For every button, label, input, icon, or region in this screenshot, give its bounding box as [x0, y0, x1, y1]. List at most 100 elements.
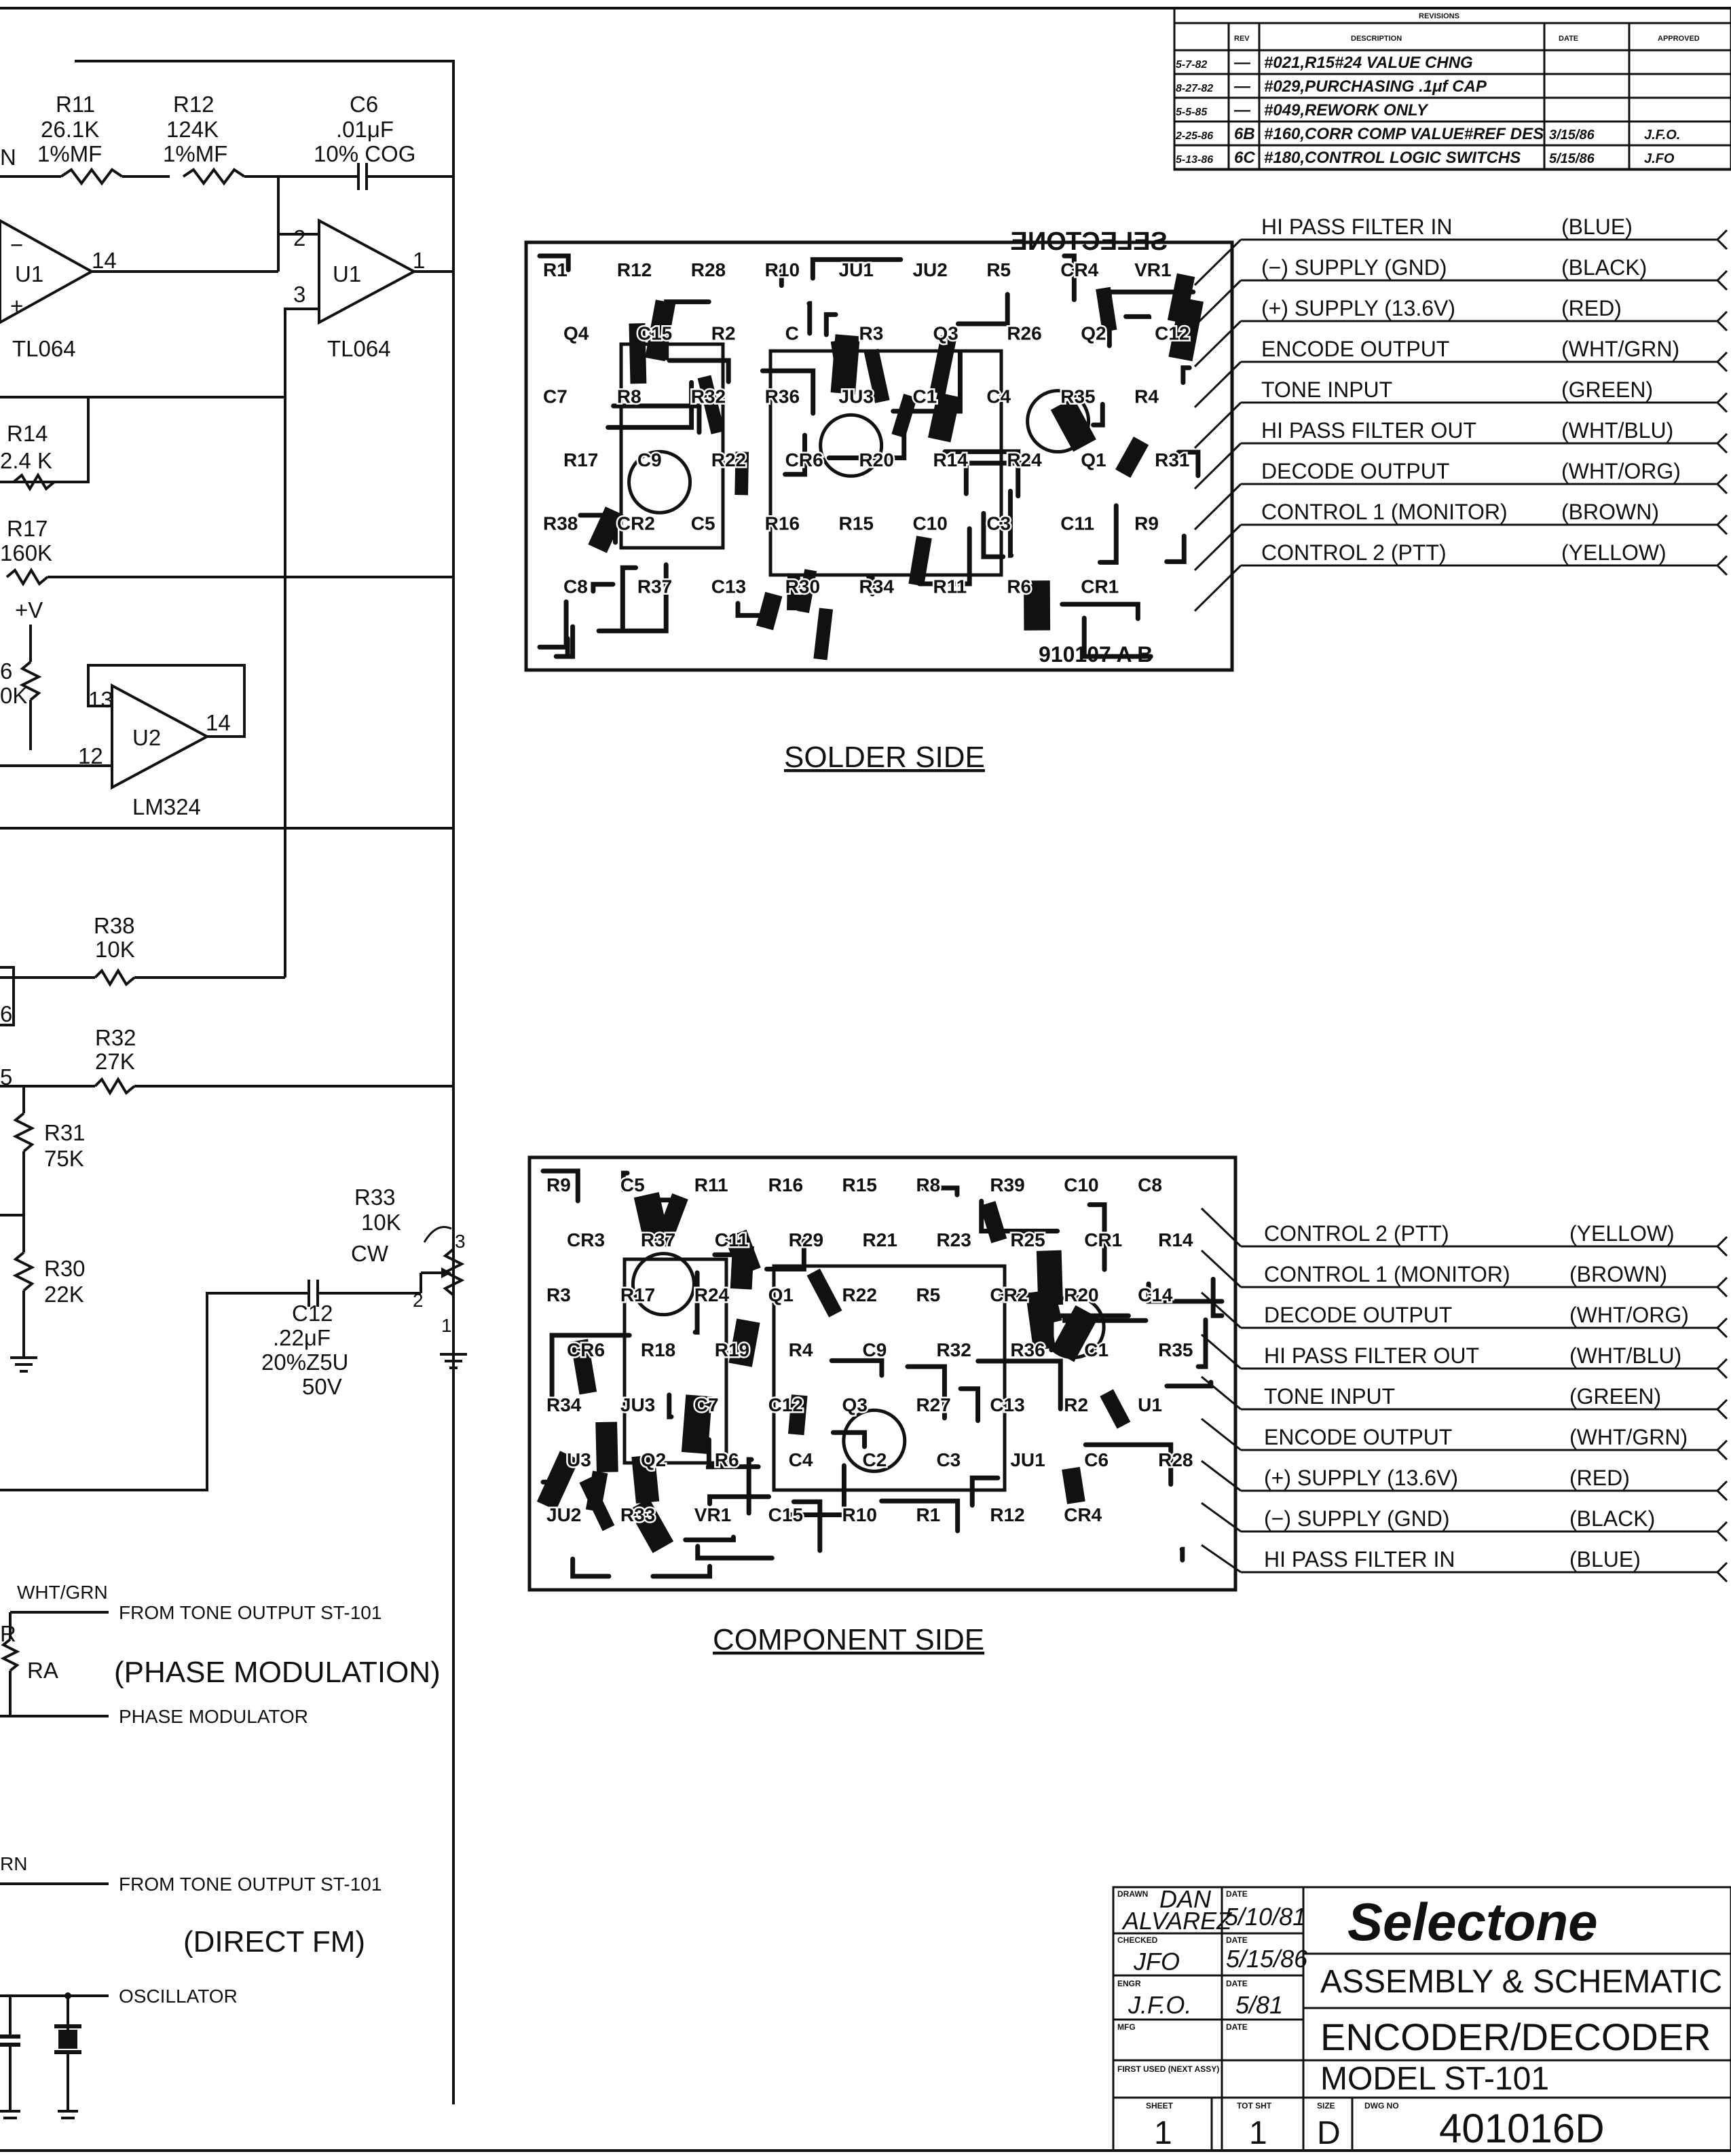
rev-row-by: J.FO	[1644, 151, 1675, 166]
pcb-part-label: R28	[1158, 1449, 1193, 1470]
pcb-part-label: C7	[694, 1394, 719, 1415]
component_side-wire-color: (BLACK)	[1569, 1506, 1655, 1531]
tb-drawn-by-2: ALVAREZ	[1121, 1907, 1232, 1935]
r38-value: 10K	[95, 937, 135, 962]
pcb-part-label: U1	[1138, 1394, 1162, 1415]
r11-ref: R11	[56, 92, 95, 117]
rev-row-date: 5-5-85	[1176, 107, 1208, 118]
u2-opamp	[111, 683, 210, 790]
pcb-part-label: C4	[986, 386, 1011, 407]
r31-ref: R31	[44, 1120, 86, 1145]
u1b-pin-out: 1	[413, 248, 425, 273]
component_side-wire-signal: TONE INPUT	[1264, 1384, 1395, 1409]
solder_side-wire-color: (RED)	[1561, 296, 1622, 320]
pcb-part-label: R5	[986, 259, 1011, 280]
pcb-part-label: R9	[546, 1174, 571, 1195]
r14-resistor	[12, 472, 56, 491]
c6-note: 10% COG	[314, 141, 415, 166]
pcb-part-label: Q2	[1081, 322, 1106, 343]
pcb-part-label: R27	[916, 1394, 950, 1415]
pcb-part-label: CR3	[567, 1229, 605, 1250]
pcb-part-label: R10	[842, 1504, 877, 1525]
r16-resistor	[19, 661, 42, 701]
pcb-part-label: R8	[617, 386, 641, 407]
u1b-pin-plus: 3	[293, 282, 305, 307]
solder-side-heading: SOLDER SIDE	[784, 741, 985, 774]
rev-row-rev: —	[1233, 101, 1251, 119]
r12-value: 124K	[166, 117, 219, 142]
pcb-part-label: R20	[859, 449, 894, 470]
pcb-part-label: R24	[694, 1284, 730, 1305]
rev-row-desc: #021,R15#24 VALUE CHNG	[1264, 54, 1473, 72]
solder_side-wire-signal: TONE INPUT	[1261, 377, 1392, 402]
pcb-part-label: R30	[785, 576, 820, 597]
crystal	[58, 2030, 77, 2049]
solder_side-wire-color: (BROWN)	[1561, 500, 1659, 524]
pcb-part-label: C2	[863, 1449, 887, 1470]
solder-side-traces	[537, 253, 1204, 661]
r33-pin3: 3	[455, 1231, 466, 1252]
u2-ref: U2	[132, 725, 161, 750]
r16-ref-frag: 6	[0, 658, 12, 684]
pcb-part-label: R15	[839, 513, 874, 534]
pcb-part-label: JU3	[839, 386, 874, 407]
pcb-part-label: R10	[765, 259, 800, 280]
rev-row-desc: #049,REWORK ONLY	[1264, 101, 1429, 119]
phase-frag-r: R	[0, 1621, 16, 1646]
u1b-ref: U1	[333, 261, 361, 286]
fm-to-label: OSCILLATOR	[119, 1986, 238, 2007]
tb-engr-date: 5/81	[1235, 1991, 1283, 2019]
pcb-part-label: R2	[1064, 1394, 1088, 1415]
phase-wire-color: WHT/GRN	[17, 1582, 108, 1603]
pcb-part-label: R25	[1010, 1229, 1045, 1250]
phase-from-label: FROM TONE OUTPUT ST-101	[119, 1602, 381, 1623]
pcb-part-label: C9	[637, 449, 662, 470]
rev-header-desc: DESCRIPTION	[1351, 35, 1402, 43]
r12-note: 1%MF	[163, 141, 227, 166]
pcb-part-label: C3	[986, 513, 1011, 534]
pcb-part-label: R24	[1007, 449, 1042, 470]
pcb-part-label: Q4	[563, 322, 589, 343]
pcb-part-label: R34	[859, 576, 895, 597]
solder_side-wire-signal: (+) SUPPLY (13.6V)	[1261, 296, 1455, 320]
r33-pin2: 2	[413, 1290, 424, 1311]
solder_side-wire-color: (BLUE)	[1561, 215, 1633, 239]
pcb-part-label: R2	[711, 322, 736, 343]
pcb-part-label: C1	[912, 386, 937, 407]
solder_side-wire-color: (WHT/BLU)	[1561, 418, 1673, 443]
r31-resistor	[12, 1112, 35, 1153]
u1a-pin-out: 14	[92, 248, 117, 273]
pcb-part-label: Q1	[1081, 449, 1106, 470]
solder_side-wire-signal: CONTROL 2 (PTT)	[1261, 540, 1447, 565]
pcb-part-label: R36	[1010, 1339, 1045, 1360]
c6-ref: C6	[350, 92, 378, 117]
pcb-part-label: R11	[933, 576, 967, 597]
pcb-part-label: C15	[637, 322, 672, 343]
rev-row-approved-date: 3/15/86	[1549, 128, 1595, 143]
solder_side-wire-signal: (−) SUPPLY (GND)	[1261, 255, 1447, 280]
pcb-part-label: R1	[543, 259, 567, 280]
top-rail-wire	[75, 60, 455, 2104]
r11-note: 1%MF	[37, 141, 102, 166]
pcb-part-label: R32	[691, 386, 726, 407]
r17-resistor	[5, 568, 49, 587]
pcb-part-label: R8	[916, 1174, 940, 1195]
solder_side-wire-signal: DECODE OUTPUT	[1261, 459, 1449, 483]
r32-value: 27K	[95, 1049, 135, 1074]
rev-row-rev: 6C	[1234, 149, 1255, 167]
pcb-part-label: R31	[1155, 449, 1189, 470]
pcb-part-label: R26	[1007, 322, 1041, 343]
r11-resistor	[60, 167, 124, 186]
pcb-part-label: C6	[1084, 1449, 1109, 1470]
component_side-wire-signal: HI PASS FILTER OUT	[1264, 1343, 1479, 1368]
tb-tot: 1	[1249, 2115, 1267, 2151]
frag-n-label: N	[0, 145, 16, 170]
frag-5: 5	[0, 1064, 12, 1090]
pcb-part-label: R37	[641, 1229, 675, 1250]
pcb-part-label: R35	[1158, 1339, 1193, 1360]
solder_side-wire-signal: HI PASS FILTER IN	[1261, 215, 1453, 239]
pcb-part-label: R17	[620, 1284, 655, 1305]
pcb-part-label: C	[785, 322, 799, 343]
